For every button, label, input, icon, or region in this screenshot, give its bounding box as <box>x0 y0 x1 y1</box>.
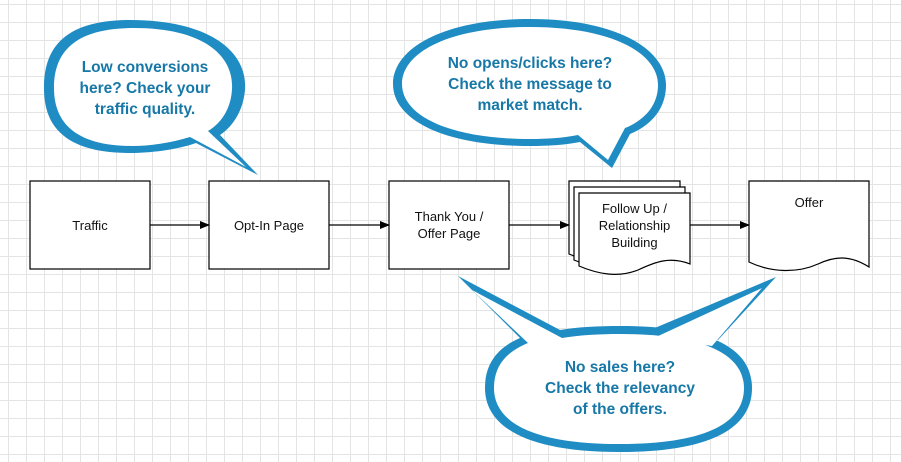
callout-no-opens-bubble <box>393 19 666 168</box>
follow-up-multidocument-shape <box>568 180 691 275</box>
traffic-box <box>29 180 151 270</box>
follow-up-label: Follow Up / Relationship Building <box>598 200 671 250</box>
opt-in-page-label: Opt-In Page <box>233 217 305 233</box>
offer-document-shape <box>748 180 870 272</box>
callout-low-conversions-text: Low conversions here? Check your traffic… <box>79 58 211 118</box>
callout-no-sales-text: No sales here? Check the relevancy of th… <box>545 358 695 418</box>
callout-no-sales-bubble <box>458 276 776 452</box>
thank-you-offer-page-label: Thank You / Offer Page <box>414 209 484 241</box>
offer-label: Offer <box>794 195 824 210</box>
callout-no-opens-text: No opens/clicks here? Check the message … <box>447 54 613 114</box>
traffic-label: Traffic <box>72 217 108 233</box>
callout-low-conversions-bubble <box>44 20 258 175</box>
